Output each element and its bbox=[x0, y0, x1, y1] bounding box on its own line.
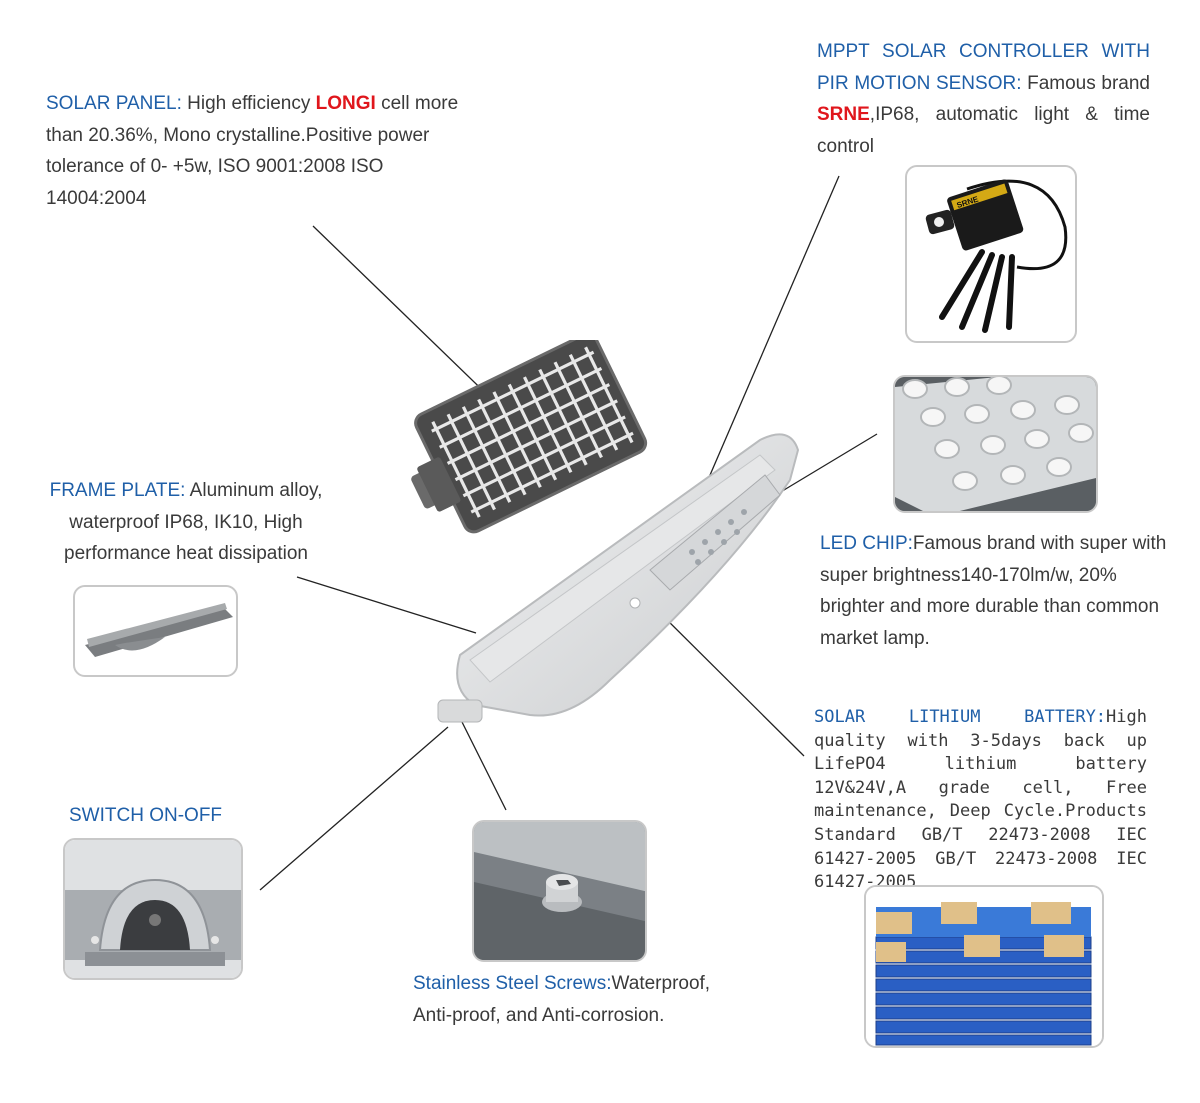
controller-device-icon: SRNE bbox=[925, 179, 1068, 333]
controller-heading: MPPT SOLAR CONTROLLER WITH PIR MOTION SE… bbox=[817, 41, 1150, 94]
led-array-icon bbox=[895, 377, 1096, 511]
battery-body: High quality with 3-5days back up LifePO… bbox=[814, 707, 1147, 893]
led-chip-image bbox=[893, 375, 1098, 513]
longi-brand: LONGI bbox=[315, 93, 376, 114]
screws-heading: Stainless Steel Screws: bbox=[413, 973, 612, 994]
frame-plate-image bbox=[73, 585, 238, 677]
street-lamp-body bbox=[437, 433, 800, 723]
battery-pack-icon bbox=[866, 887, 1102, 1046]
solar-panel-text: SOLAR PANEL: High efficiency LONGI cell … bbox=[46, 88, 471, 214]
solar-panel-heading: SOLAR PANEL: bbox=[46, 93, 182, 114]
frame-plate-body: Aluminum alloy, waterproof IP68, IK10, H… bbox=[64, 480, 323, 564]
frame-plate-text: FRAME PLATE: Aluminum alloy, waterproof … bbox=[36, 475, 336, 570]
solar-panel-pre: High efficiency bbox=[181, 93, 316, 114]
switch-heading: SWITCH ON-OFF bbox=[69, 805, 223, 826]
led-chip-body: Famous brand with super with super brigh… bbox=[820, 533, 1167, 649]
solar-panel-post: cell more than 20.36%, Mono crystalline.… bbox=[46, 93, 459, 209]
controller-pre: Famous brand bbox=[1021, 72, 1150, 94]
frame-plate-icon bbox=[85, 603, 233, 657]
frame-plate-heading: FRAME PLATE: bbox=[49, 480, 186, 501]
screws-text: Stainless Steel Screws:Waterproof, Anti-… bbox=[413, 968, 743, 1031]
battery-image bbox=[864, 885, 1104, 1048]
battery-text: SOLAR LITHIUM BATTERY:High quality with … bbox=[814, 706, 1147, 895]
solar-panel-image bbox=[411, 340, 648, 534]
led-chip-heading: LED CHIP: bbox=[820, 533, 913, 554]
controller-text: MPPT SOLAR CONTROLLER WITH PIR MOTION SE… bbox=[817, 36, 1150, 162]
screw-icon bbox=[474, 822, 645, 960]
screws-image bbox=[472, 820, 647, 962]
controller-image: SRNE bbox=[905, 165, 1077, 343]
switch-icon bbox=[65, 840, 241, 978]
led-chip-text: LED CHIP:Famous brand with super with su… bbox=[820, 528, 1180, 654]
battery-heading: SOLAR LITHIUM BATTERY: bbox=[814, 707, 1107, 727]
screws-body: Waterproof, Anti-proof, and Anti-corrosi… bbox=[413, 973, 711, 1026]
controller-post: ,IP68, automatic light & time control bbox=[817, 104, 1150, 157]
switch-image bbox=[63, 838, 243, 980]
srne-brand: SRNE bbox=[817, 104, 870, 125]
